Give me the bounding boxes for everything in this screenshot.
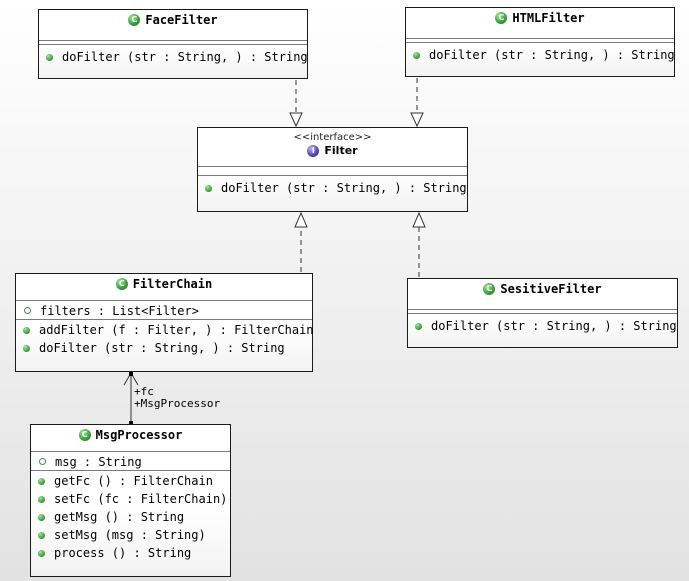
role-label-fc: +fc <box>134 385 154 398</box>
interface-filter-name[interactable]: Filter <box>324 144 358 157</box>
class-htmlfilter[interactable]: C HTMLFilter doFilter (str : String, ) :… <box>405 7 675 77</box>
class-htmlfilter-name[interactable]: HTMLFilter <box>512 11 585 25</box>
public-method-icon <box>46 53 53 61</box>
method-signature: doFilter (str : String, ) : String <box>221 181 467 195</box>
class-filterchain-name[interactable]: FilterChain <box>132 277 213 291</box>
method-signature: doFilter (str : String, ) : String <box>39 341 285 355</box>
method-row[interactable]: doFilter (str : String, ) : String <box>16 339 312 357</box>
field-row[interactable]: msg : String <box>31 453 230 470</box>
public-method-icon <box>38 513 45 521</box>
class-sesitivefilter[interactable]: C SesitiveFilter doFilter (str : String,… <box>407 278 678 348</box>
arrowhead-facefilter-filter <box>289 112 303 128</box>
class-facefilter[interactable]: C FaceFilter doFilter (str : String, ) :… <box>38 9 308 79</box>
method-row[interactable]: setMsg (msg : String) <box>31 526 230 544</box>
interface-filter-header: <<interface>> I Filter <box>198 128 467 162</box>
method-row[interactable]: doFilter (str : String, ) : String <box>406 46 675 64</box>
field-signature: filters : List<Filter> <box>40 303 199 318</box>
arrowhead-msgprocessor-filterchain <box>123 372 139 386</box>
arrowhead-filterchain-filter <box>294 211 308 228</box>
method-row[interactable]: doFilter (str : String, ) : String <box>198 179 467 197</box>
class-msgprocessor-header: C MsgProcessor <box>31 425 230 446</box>
method-signature: addFilter (f : Filter, ) : FilterChain <box>39 323 314 337</box>
class-msgprocessor[interactable]: C MsgProcessor msg : String getFc () : F… <box>30 424 231 577</box>
public-method-icon <box>38 495 45 503</box>
method-row[interactable]: getMsg () : String <box>31 508 230 526</box>
method-signature: setFc (fc : FilterChain) <box>54 492 228 506</box>
interface-i-icon: I <box>307 145 320 157</box>
class-msgprocessor-name[interactable]: MsgProcessor <box>95 428 183 442</box>
class-filterchain-fields: filters : List<Filter> <box>16 301 312 319</box>
field-icon <box>24 307 31 314</box>
public-method-icon <box>38 531 45 539</box>
attributes-separator <box>39 40 307 41</box>
class-htmlfilter-header: C HTMLFilter <box>406 8 674 29</box>
public-method-icon <box>205 184 212 192</box>
method-signature: getMsg () : String <box>54 510 185 524</box>
class-htmlfilter-methods: doFilter (str : String, ) : String <box>406 43 675 68</box>
method-signature: getFc () : FilterChain <box>54 474 213 488</box>
methods-separator <box>31 470 230 471</box>
class-facefilter-methods: doFilter (str : String, ) : String <box>39 45 308 70</box>
role-label-msgprocessor: +MsgProcessor <box>134 397 221 410</box>
method-signature: process () : String <box>54 546 192 560</box>
method-row[interactable]: doFilter (str : String, ) : String <box>408 317 677 335</box>
class-sesitivefilter-methods: doFilter (str : String, ) : String <box>408 314 677 339</box>
class-facefilter-name[interactable]: FaceFilter <box>145 13 218 27</box>
field-signature: msg : String <box>55 454 142 469</box>
method-signature: doFilter (str : String, ) : String <box>429 48 675 62</box>
stereotype-label: <<interface>> <box>293 132 372 143</box>
class-sesitivefilter-name[interactable]: SesitiveFilter <box>500 282 602 296</box>
attributes-separator <box>406 38 674 39</box>
method-row[interactable]: getFc () : FilterChain <box>31 472 230 490</box>
method-row[interactable]: setFc (fc : FilterChain) <box>31 490 230 508</box>
method-signature: setMsg (msg : String) <box>54 528 206 542</box>
attributes-separator <box>408 309 677 310</box>
interface-filter[interactable]: <<interface>> I Filter doFilter (str : S… <box>197 127 468 212</box>
method-signature: doFilter (str : String, ) : String <box>62 50 308 64</box>
arrowhead-sesitivefilter-filter <box>412 211 426 228</box>
methods-separator <box>16 319 312 320</box>
class-filterchain[interactable]: C FilterChain filters : List<Filter> add… <box>15 273 314 372</box>
class-c-icon: C <box>495 12 508 24</box>
class-filterchain-header: C FilterChain <box>16 274 312 295</box>
methods-separator <box>198 175 467 176</box>
class-c-icon: C <box>128 14 141 26</box>
methods-separator <box>406 42 674 43</box>
public-method-icon <box>415 322 422 330</box>
method-row[interactable]: process () : String <box>31 544 230 562</box>
association-endpoint-top <box>129 372 133 376</box>
method-row[interactable]: doFilter (str : String, ) : String <box>39 48 308 66</box>
public-method-icon <box>38 549 45 557</box>
arrowhead-htmlfilter-filter <box>410 112 424 128</box>
interface-filter-methods: doFilter (str : String, ) : String <box>198 176 467 201</box>
public-method-icon <box>38 477 45 485</box>
methods-separator <box>408 313 677 314</box>
class-c-icon: C <box>78 429 91 441</box>
field-icon <box>39 458 46 465</box>
public-method-icon <box>413 51 420 59</box>
class-c-icon: C <box>483 283 496 295</box>
class-sesitivefilter-header: C SesitiveFilter <box>408 279 677 300</box>
attributes-separator <box>198 166 467 167</box>
attributes-separator <box>31 451 230 452</box>
class-msgprocessor-methods: getFc () : FilterChain setFc (fc : Filte… <box>31 471 230 562</box>
class-c-icon: C <box>115 278 128 290</box>
class-filterchain-methods: addFilter (f : Filter, ) : FilterChain d… <box>16 320 314 357</box>
method-row[interactable]: addFilter (f : Filter, ) : FilterChain <box>16 321 314 339</box>
method-signature: doFilter (str : String, ) : String <box>431 319 677 333</box>
field-row[interactable]: filters : List<Filter> <box>16 302 312 319</box>
class-facefilter-header: C FaceFilter <box>39 10 307 31</box>
class-msgprocessor-fields: msg : String <box>31 452 230 470</box>
attributes-separator <box>16 300 312 301</box>
methods-separator <box>39 44 307 45</box>
public-method-icon <box>23 326 30 334</box>
public-method-icon <box>23 344 30 352</box>
